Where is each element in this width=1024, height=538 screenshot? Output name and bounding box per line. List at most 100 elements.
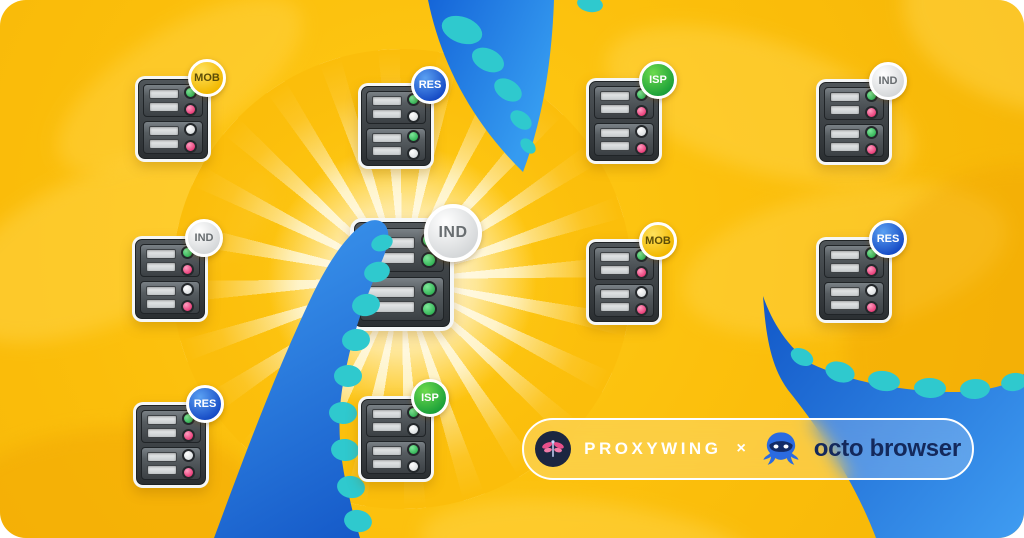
status-led-icon: [865, 105, 878, 119]
proxy-server-card: IND: [132, 219, 223, 322]
proxy-type-label: RES: [876, 233, 900, 245]
drive-slot: [372, 146, 402, 156]
drive-slot: [146, 262, 176, 272]
central-proxy-server-card: IND: [350, 204, 482, 331]
drive-slot: [149, 102, 179, 112]
drive-slot: [146, 299, 176, 309]
drive-slot: [830, 92, 860, 102]
proxy-server-card: RES: [133, 385, 224, 488]
status-led-icon: [421, 252, 437, 268]
proxy-type-label: MOB: [194, 72, 220, 84]
server-unit: [366, 441, 426, 474]
proxy-type-badge: ISP: [639, 61, 677, 99]
status-led-icon: [635, 285, 648, 299]
status-led-icon: [635, 141, 648, 155]
drive-slot: [372, 422, 402, 432]
drive-slot: [830, 105, 860, 115]
proxy-type-label: MOB: [645, 235, 671, 247]
proxy-type-label: IND: [878, 75, 898, 87]
server-unit: [824, 87, 884, 120]
dragonfly-icon: [542, 440, 564, 457]
status-led-icon: [635, 104, 648, 118]
octopus-icon: [763, 432, 799, 465]
proxy-type-label: ISP: [421, 392, 439, 404]
status-led-icon: [181, 299, 194, 313]
status-led-icon: [407, 109, 420, 123]
server-chassis: [816, 79, 892, 165]
status-led-icon: [182, 448, 195, 462]
proxy-server-card: RES: [816, 220, 907, 323]
proxywing-logo: [535, 431, 572, 467]
drive-slot: [600, 104, 630, 114]
drive-slot: [367, 285, 415, 298]
drive-slot: [600, 252, 630, 262]
drive-slot: [372, 409, 402, 419]
proxy-server-card: MOB: [586, 222, 677, 325]
drive-slot: [367, 300, 415, 313]
server-unit: [594, 284, 654, 317]
status-led-icon: [407, 146, 420, 160]
partnership-banner[interactable]: PROXYWING × octo browser: [522, 418, 974, 480]
proxy-server-card: ISP: [358, 379, 449, 482]
drive-slot: [830, 287, 860, 297]
drive-slot: [147, 465, 177, 475]
drive-slot: [830, 250, 860, 260]
server-unit: [594, 123, 654, 156]
drive-slot: [600, 302, 630, 312]
drive-slot: [367, 251, 415, 264]
proxywing-wordmark: PROXYWING: [584, 439, 722, 458]
proxy-server-card: RES: [358, 66, 449, 169]
status-led-icon: [421, 301, 437, 317]
drive-slot: [600, 289, 630, 299]
status-led-icon: [407, 459, 420, 473]
proxy-type-badge: RES: [411, 66, 449, 104]
proxy-server-card: ISP: [586, 61, 677, 164]
server-unit: [141, 447, 201, 480]
server-frame: [361, 399, 431, 479]
status-led-icon: [865, 300, 878, 314]
server-chassis: [586, 239, 662, 325]
status-led-icon: [184, 139, 197, 153]
status-led-icon: [181, 282, 194, 296]
proxy-type-badge: ISP: [411, 379, 449, 417]
drive-slot: [146, 286, 176, 296]
drive-slot: [600, 128, 630, 138]
drive-slot: [600, 91, 630, 101]
drive-slot: [147, 415, 177, 425]
server-unit: [360, 277, 444, 321]
status-led-icon: [635, 302, 648, 316]
server-frame: [136, 405, 206, 485]
drive-slot: [147, 428, 177, 438]
status-led-icon: [184, 122, 197, 136]
proxy-type-badge: RES: [186, 385, 224, 423]
status-led-icon: [184, 102, 197, 116]
status-led-icon: [635, 124, 648, 138]
drive-slot: [149, 89, 179, 99]
proxy-type-badge: RES: [869, 220, 907, 258]
drive-slot: [149, 139, 179, 149]
server-frame: [138, 79, 208, 159]
status-led-icon: [635, 265, 648, 279]
server-unit: [366, 128, 426, 161]
status-led-icon: [407, 422, 420, 436]
proxy-type-label: RES: [193, 398, 217, 410]
drive-slot: [149, 126, 179, 136]
proxy-type-badge: MOB: [639, 222, 677, 260]
drive-slot: [600, 265, 630, 275]
drive-slot: [830, 263, 860, 273]
drive-slot: [372, 109, 402, 119]
drive-slot: [830, 129, 860, 139]
status-led-icon: [865, 283, 878, 297]
status-led-icon: [407, 442, 420, 456]
server-chassis: [358, 396, 434, 482]
proxy-server-card: IND: [816, 62, 907, 165]
server-unit: [143, 121, 203, 154]
drive-slot: [830, 300, 860, 310]
server-chassis: [133, 402, 209, 488]
server-frame: [135, 239, 205, 319]
octo-browser-wordmark: octo browser: [813, 435, 961, 462]
status-led-icon: [865, 125, 878, 139]
server-chassis: [135, 76, 211, 162]
